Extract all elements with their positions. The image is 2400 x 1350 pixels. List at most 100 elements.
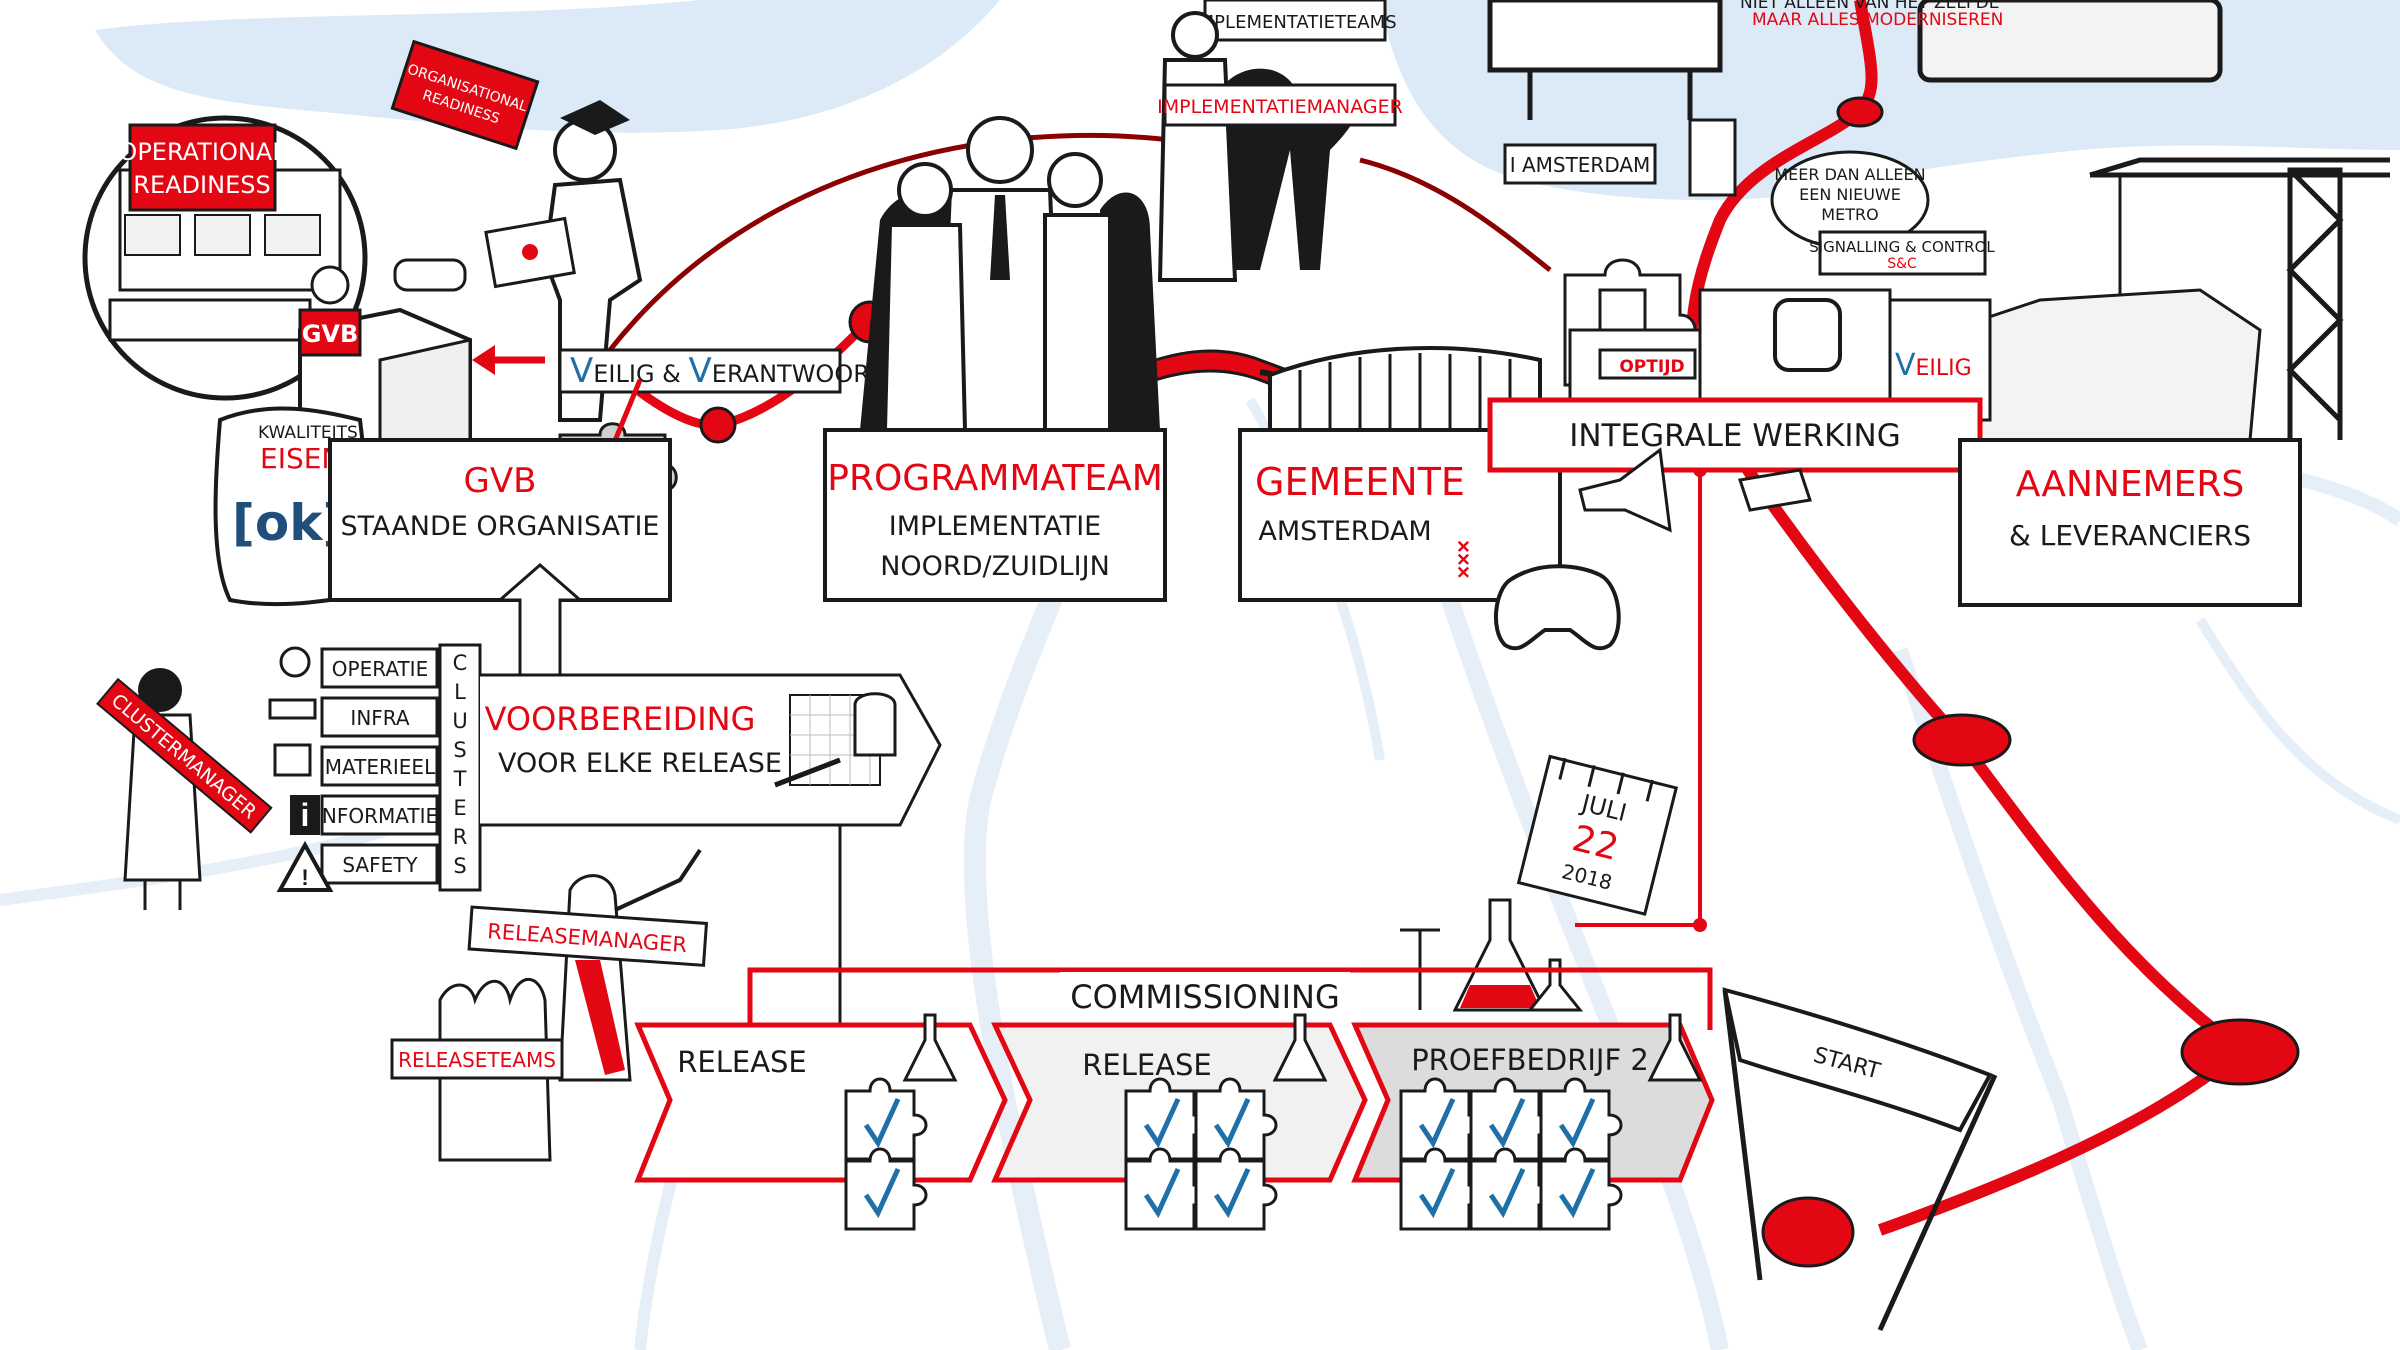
releasemanager-sash: [575, 960, 625, 1075]
cluster-label-letter: S: [453, 854, 466, 878]
impl-teams-sign-text: IMPLEMENTATIETEAMS: [1193, 12, 1396, 33]
impl-manager-head: [1171, 11, 1219, 59]
cluster-label-letter: E: [453, 796, 466, 820]
integrale-banner: [1487, 397, 1983, 473]
puzzle-piece: [1399, 1147, 1483, 1231]
info-icon-glyph: i: [301, 797, 310, 833]
phase-label-1: RELEASE: [677, 1045, 807, 1079]
puzzle-piece: [1539, 1147, 1623, 1231]
cluster-item-box: [320, 794, 439, 836]
construction-sketch: [1948, 288, 2262, 442]
billboard-left-legs: [1527, 70, 1693, 120]
integrale-banner-text: INTEGRALE WERKING: [1569, 418, 1901, 454]
puzzle-piece: [1469, 1077, 1553, 1161]
commissioning-bar: COMMISSIONING: [747, 967, 1713, 1030]
binoculars: [393, 258, 467, 292]
or-title-line2: READINESS: [133, 171, 270, 199]
flask-icon-1: [902, 1013, 958, 1082]
clustermanager-figure: CLUSTERMANAGER: [96, 668, 273, 910]
gvb-box-frame: [328, 438, 672, 602]
cluster-item-label: NFORMATIE: [322, 804, 438, 828]
person-right-head: [1047, 152, 1103, 208]
voorbereiding-title: VOORBEREIDING: [485, 700, 756, 738]
flask-icon-3: [1647, 1013, 1703, 1082]
wrench-icon: [774, 757, 841, 788]
gvb-box: GVB STAANDE ORGANISATIE: [328, 438, 672, 602]
warning-icon-glyph: !: [301, 865, 308, 890]
releaseteams-sign: [390, 1038, 564, 1080]
sc-line1: SIGNALLING & CONTROL: [1809, 238, 1995, 256]
route-station-1: [1912, 713, 2012, 767]
game-controller: [1493, 564, 1621, 651]
puzzle-piece: [1399, 1077, 1483, 1161]
gemeente-subtitle: AMSTERDAM: [1258, 516, 1431, 547]
releasemanager-arm: [614, 848, 702, 912]
metro-tunnel-icon: [853, 692, 897, 757]
integrale-veilig-v: V: [1895, 348, 1916, 383]
arrow-to-gvb-head: [472, 345, 495, 375]
gvb-box-subtitle: STAANDE ORGANISATIE: [341, 511, 660, 542]
commissioning-frame: [747, 967, 1713, 1030]
programmateam-box: PROGRAMMATEAM IMPLEMENTATIE NOORD/ZUIDLI…: [823, 428, 1167, 602]
checkmark-icon: [1558, 1167, 1596, 1219]
integrale-veilig: VEILIG: [1895, 348, 1972, 383]
clustermanager-legs: [143, 880, 182, 910]
cluster-item-box: [320, 745, 439, 787]
impl-manager-sign: [1163, 83, 1397, 127]
optijd-sign: [1598, 348, 1697, 380]
or-operator-head: [310, 265, 350, 305]
route-station-3: [1761, 1196, 1855, 1268]
or-monitor-1: [124, 214, 181, 256]
veilig-banner-box: [558, 348, 842, 394]
info-icon: [290, 795, 320, 835]
puzzle-piece: [1539, 1077, 1623, 1161]
cluster-label-letter: S: [453, 738, 466, 762]
clusters-frame: [438, 643, 482, 892]
releasemanager-sign: [467, 905, 709, 967]
phase-label-2: RELEASE: [1082, 1048, 1212, 1082]
checkmark-icon: [863, 1097, 901, 1149]
or-title-line1: OPERATIONAL: [118, 138, 286, 166]
flag-cloth: [1722, 987, 1993, 1133]
gvb-roof-sign: [298, 308, 362, 357]
implementatie-group: IMPLEMENTATIETEAMS IMPLEMENTATIEMANAGER: [1157, 0, 1403, 282]
flag-pole-right: [1877, 1073, 1998, 1332]
sc-sign: [1818, 230, 1987, 276]
or-sign: [128, 123, 277, 212]
billboard-left: [1487, 0, 1723, 73]
cluster-label-letter: C: [453, 651, 468, 675]
veilig-w2: ERANTWOORD: [712, 360, 889, 388]
veilig-banner-text: VEILIG & VERANTWOORD: [570, 351, 888, 391]
canal-3: [1892, 647, 2148, 1350]
person-right-body: [1043, 213, 1112, 432]
billboard-right: [1917, 0, 2223, 83]
cluster-label-letter: U: [452, 709, 467, 733]
puzzle-piece: [844, 1147, 928, 1231]
cluster-label-letter: T: [453, 767, 467, 791]
integrale-veilig-word: EILIG: [1916, 356, 1972, 381]
graduate-cap: [560, 100, 630, 135]
operational-readiness-scene: OPERATIONAL READINESS: [82, 115, 368, 401]
checkmark-icon: [1558, 1097, 1596, 1149]
lab-equipment: [1400, 898, 1584, 1012]
or-desk: [108, 298, 312, 342]
gemeente-title: GEMEENTE: [1255, 460, 1465, 504]
train-front: [1773, 298, 1842, 372]
veilig-v2: V: [689, 351, 712, 391]
impl-manager-sign-text: IMPLEMENTATIEMANAGER: [1157, 96, 1403, 118]
calendar-binding: [1558, 757, 1654, 802]
kwaliteit-ok: [ok]: [232, 494, 345, 552]
niet-line1: NIET ALLEEN VAN HET ZELFDE: [1740, 0, 2000, 13]
aannemers-subtitle: & LEVERANCIERS: [2009, 519, 2251, 552]
cluster-item-label: MATERIEEL: [325, 755, 436, 779]
cluster-item-label: INFRA: [350, 706, 409, 730]
puzzle-piece: [1124, 1077, 1208, 1161]
commissioning-label-bg: [1060, 972, 1350, 1012]
node-dot-1: [699, 406, 737, 444]
aannemers-title: AANNEMERS: [2016, 464, 2245, 505]
lab-flask-liquid: [1460, 985, 1540, 1008]
puzzle-piece: [844, 1077, 928, 1161]
